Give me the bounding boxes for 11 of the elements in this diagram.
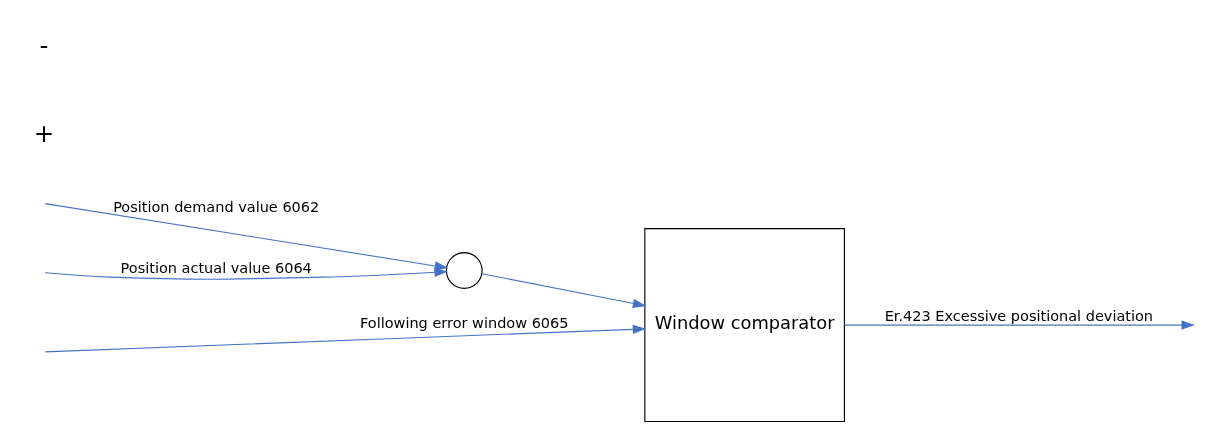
label: -	[39, 30, 49, 60]
node-box: Window comparator	[644, 227, 845, 422]
node-circle	[445, 251, 483, 289]
arrow	[481, 272, 647, 308]
arrow	[44, 324, 647, 352]
label: +	[33, 118, 55, 148]
edge-label: Position demand value 6062	[113, 198, 320, 215]
edge-label: Position actual value 6064	[120, 259, 312, 276]
arrow	[843, 319, 1195, 330]
edge-label: Er.423 Excessive positional deviation	[884, 307, 1154, 324]
edge-label: Following error window 6065	[359, 314, 569, 331]
